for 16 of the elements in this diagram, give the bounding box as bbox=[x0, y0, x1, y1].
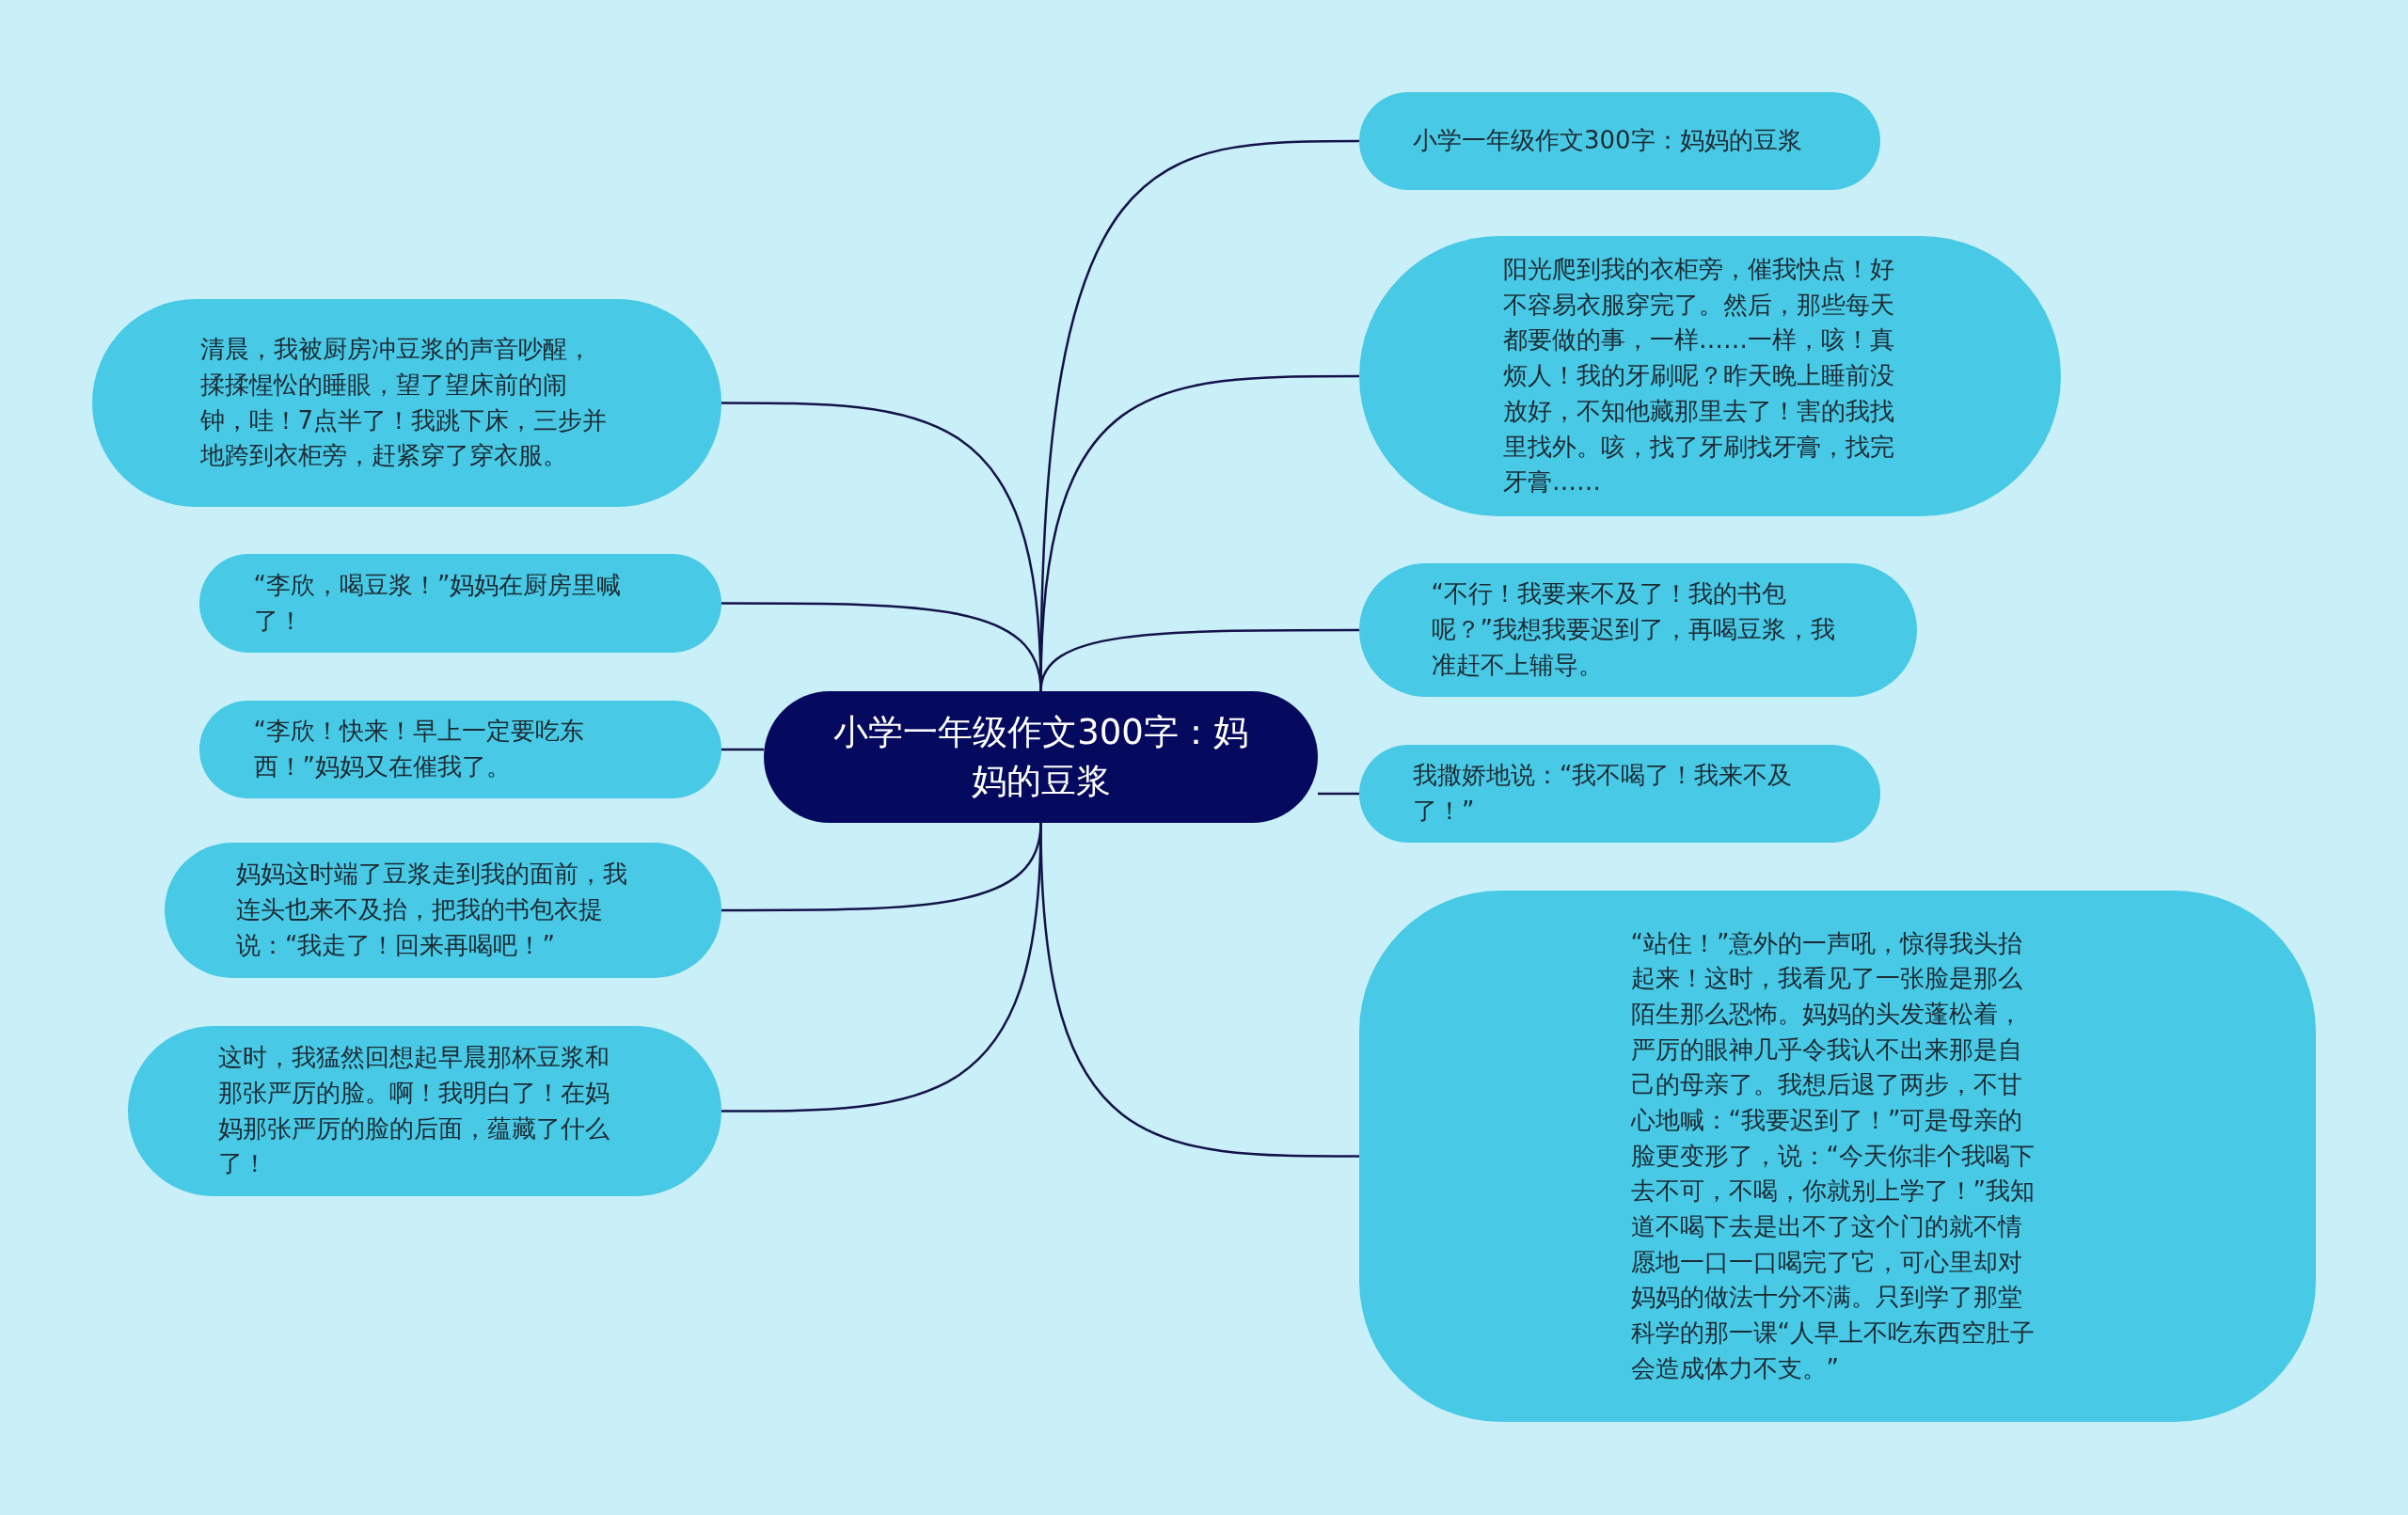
topic-text: 小学一年级作文300字：妈妈的豆浆 bbox=[1413, 125, 1803, 157]
connector-line bbox=[721, 602, 1042, 692]
topic-text: 这时，我猛然回想起早晨那杯豆浆和那张严厉的脸。啊！我明白了！在妈妈那张严厉的脸的后面，蕴藏了什么了！ bbox=[217, 1042, 610, 1180]
topic-text: 妈妈这时端了豆浆走到我的面前，我连头也来不及抬，把我的书包衣提说：“我走了！回来再喝吧！” bbox=[236, 859, 628, 961]
topic-text: “李欣，喝豆浆！”妈妈在厨房里喊了！ bbox=[253, 569, 623, 637]
topic-text: “站住！”意外的一声吼，惊得我头抬起来！这时，我看见了一张脸是那么陌生那么恐怖。妈妈的头发蓬松着，严厉的眼神几乎令我认不出来那是自己的母亲了。我想后退了两步，不甘心地喊：“我要迟到了！”可是母亲的脸更变形了，说：“今天你非个我喝下去不可，不喝，你就别上学了！”我知道不喝下去是出不了这个门的就不情愿地一口一口喝完了它，可心里却对妈妈的做法十分不满。只到学了那堂科学的那一课“人早上不吃东西空肚子会造成体力不支。” bbox=[1630, 927, 2036, 1384]
topic-pill bbox=[1359, 891, 2316, 1422]
connector-line bbox=[721, 822, 1042, 1113]
topic-text: “李欣！快来！早上一定要吃东西！”妈妈又在催我了。 bbox=[253, 716, 585, 782]
connector-line bbox=[721, 748, 764, 751]
central-topic-text: 小学一年级作文300字：妈妈的豆浆 bbox=[832, 711, 1249, 803]
topic-text: 我撒娇地说：“我不喝了！我来不及了！” bbox=[1413, 760, 1794, 827]
connector-line bbox=[1318, 792, 1359, 796]
topic-text: 阳光爬到我的衣柜旁，催我快点！好不容易衣服穿完了。然后，那些每天都要做的事，一样……一样，咳！真烦人！我的牙刷呢？昨天晚上睡前没放好，不知他藏那里去了！害的我找里找外。咳，找了牙刷找牙膏，找完牙膏…… bbox=[1503, 254, 1895, 498]
topic-text: “不行！我要来不及了！我的书包呢？”我想我要迟到了，再喝豆浆，我准赶不上辅导。 bbox=[1431, 578, 1836, 681]
topic-text: 清晨，我被厨房冲豆浆的声音吵醒，揉揉惺忪的睡眼，望了望床前的闹钟，哇！7点半了！我跳下床，三步并地跨到衣柜旁，赶紧穿了穿衣服。 bbox=[199, 334, 609, 472]
